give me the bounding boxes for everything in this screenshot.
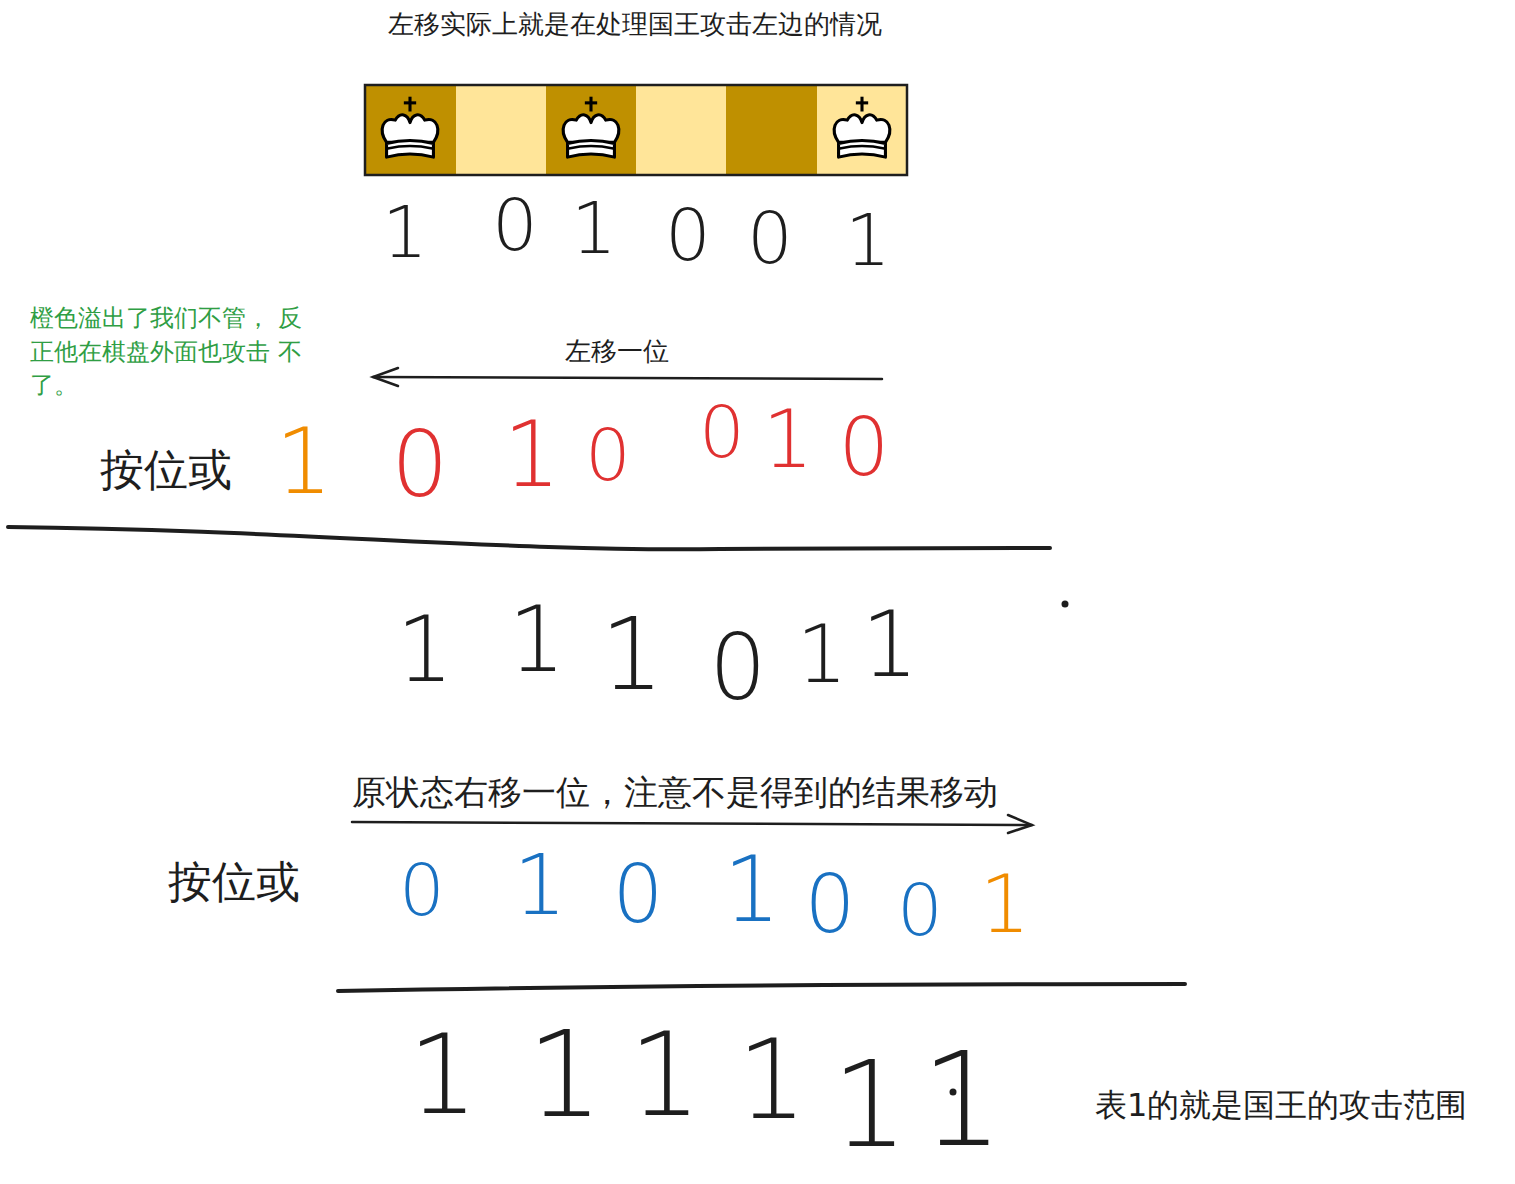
note-text: 橙色溢出了我们不管， 反正他在棋盘外面也攻击 不了。 bbox=[30, 302, 302, 403]
king-icon bbox=[563, 97, 619, 157]
final-bit: 1 bbox=[628, 1018, 701, 1133]
operation-label: 按位或 bbox=[100, 444, 232, 497]
shifted-bit: 1 bbox=[723, 845, 780, 935]
result-bit: 1 bbox=[508, 595, 565, 685]
shift-arrows bbox=[352, 368, 1032, 833]
shifted-bit: 0 bbox=[585, 419, 631, 491]
shifted-bit: 0 bbox=[839, 408, 890, 488]
result-bit: 1 bbox=[861, 600, 918, 690]
step-label: 原状态右移一位，注意不是得到的结果移动 bbox=[352, 772, 998, 813]
final-bit: 1 bbox=[832, 1045, 908, 1165]
result-bit: 0 bbox=[709, 623, 766, 713]
shifted-bit: 0 bbox=[699, 396, 745, 468]
bit-digit: 1 bbox=[571, 192, 617, 264]
shifted-bit: 1 bbox=[503, 410, 560, 500]
overflow-bit: 1 bbox=[980, 865, 1031, 945]
chess-board bbox=[365, 85, 907, 175]
final-bit: 1 bbox=[527, 1015, 603, 1135]
result-bit: 1 bbox=[396, 605, 453, 695]
diagram-title: 左移实际上就是在处理国王攻击左边的情况 bbox=[388, 9, 882, 40]
overflow-bit: 1 bbox=[275, 417, 332, 507]
shifted-bit: 0 bbox=[399, 854, 445, 926]
bit-digit: 0 bbox=[492, 189, 538, 261]
operation-label: 按位或 bbox=[168, 856, 300, 909]
shifted-bit: 0 bbox=[613, 855, 664, 935]
king-icon bbox=[834, 97, 890, 157]
bit-digit: 0 bbox=[747, 202, 793, 274]
shifted-bit: 1 bbox=[513, 843, 566, 927]
conclusion-label: 表1的就是国王的攻击范围 bbox=[1095, 1086, 1467, 1124]
shifted-bit: 0 bbox=[805, 865, 856, 945]
final-bit: 1 bbox=[921, 1035, 1004, 1165]
bit-digit: 1 bbox=[845, 204, 891, 276]
shifted-bit: 0 bbox=[391, 420, 448, 510]
result-bit: 1 bbox=[797, 615, 848, 695]
shifted-bit: 0 bbox=[897, 874, 943, 946]
king-icon bbox=[382, 97, 438, 157]
final-bit: 1 bbox=[737, 1025, 807, 1135]
bit-digit: 1 bbox=[382, 196, 428, 268]
stray-dots bbox=[950, 601, 1069, 1096]
shifted-bit: 1 bbox=[763, 400, 814, 480]
final-bit: 1 bbox=[408, 1020, 478, 1130]
bit-digit: 0 bbox=[665, 199, 711, 271]
sum-lines bbox=[8, 527, 1185, 991]
arrow-label: 左移一位 bbox=[565, 336, 669, 367]
result-bit: 1 bbox=[600, 605, 664, 705]
